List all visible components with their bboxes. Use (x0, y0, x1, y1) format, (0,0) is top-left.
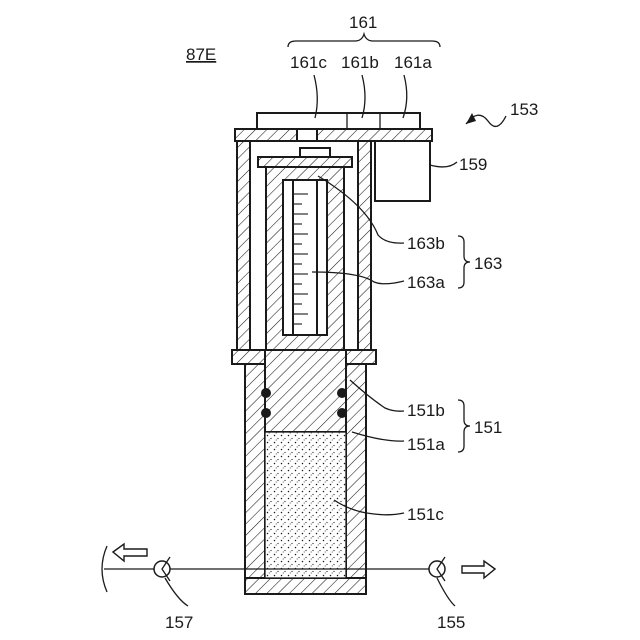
cylinder-left-wall (245, 364, 265, 594)
cylinder-bottom (245, 578, 366, 594)
label-161a: 161a (394, 53, 432, 72)
figure-label: 87E (186, 45, 216, 64)
label-151: 151 (474, 418, 502, 437)
check-valve-157 (154, 557, 170, 581)
top-plate (235, 129, 432, 141)
lead-screw-cap (300, 148, 330, 157)
inflow-arrow-icon (462, 561, 495, 578)
seal-ring (261, 388, 271, 398)
label-161c: 161c (290, 53, 327, 72)
label-151b: 151b (407, 401, 445, 420)
brace-151 (458, 400, 470, 452)
squiggle-153-arrowhead (466, 113, 476, 124)
label-161: 161 (349, 13, 377, 32)
label-151c: 151c (407, 505, 444, 524)
label-155: 155 (437, 613, 465, 632)
seal-ring (261, 408, 271, 418)
upper-frame-right-wall (358, 141, 371, 350)
label-159: 159 (459, 155, 487, 174)
fluid-chamber-151c (265, 432, 346, 578)
seal-ring (337, 388, 347, 398)
outflow-arrow-icon (113, 544, 147, 561)
brace-163 (458, 236, 470, 288)
check-valve-155 (429, 557, 445, 581)
label-163b: 163b (407, 234, 445, 253)
label-161b: 161b (341, 53, 379, 72)
nut-flange (258, 157, 352, 167)
label-163a: 163a (407, 273, 445, 292)
seal-ring (337, 408, 347, 418)
brace-161 (288, 34, 440, 47)
label-157: 157 (165, 613, 193, 632)
cylinder-right-wall (346, 364, 366, 594)
encoder-box-159 (375, 141, 430, 201)
plunger-head-151b (265, 350, 346, 432)
upper-frame-left-wall (237, 141, 250, 350)
label-163: 163 (474, 254, 502, 273)
label-153: 153 (510, 100, 538, 119)
lead-screw-163a (293, 180, 317, 335)
motor-161 (257, 113, 420, 129)
label-151a: 151a (407, 435, 445, 454)
